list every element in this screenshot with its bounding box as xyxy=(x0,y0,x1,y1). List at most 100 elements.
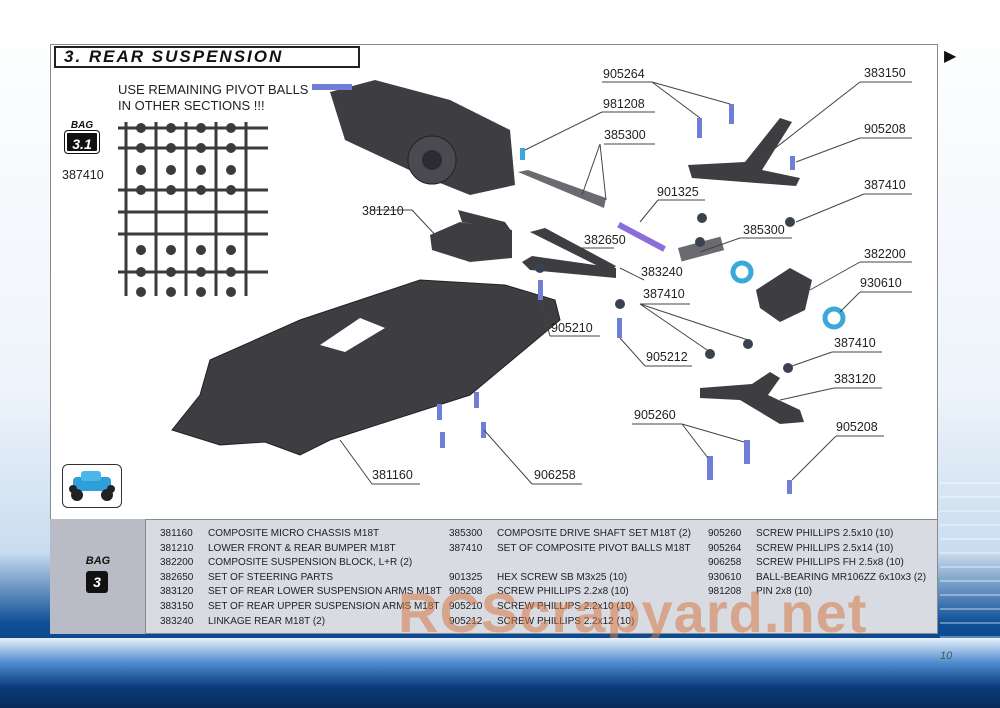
part-code: 905210 xyxy=(449,600,483,612)
legend-bag-label: BAG xyxy=(85,555,111,567)
bumper-part xyxy=(430,222,512,262)
part-desc: SET OF REAR UPPER SUSPENSION ARMS M18T xyxy=(208,600,440,612)
parts-row xyxy=(449,557,691,572)
parts-row: 905210 SCREW PHILLIPS 2.2x10 (10) xyxy=(449,601,691,616)
section-title: 3. REAR SUSPENSION xyxy=(54,46,360,68)
bearing-2 xyxy=(822,306,846,330)
part-code: 383240 xyxy=(160,615,194,627)
parts-legend xyxy=(50,519,938,634)
part-code: 385300 xyxy=(449,528,483,539)
parts-row: 387410 SET OF COMPOSITE PIVOT BALLS M18T xyxy=(449,543,691,558)
drive-shaft-2 xyxy=(677,236,725,262)
part-desc: BALL-BEARING MR106ZZ 6x10x3 (2) xyxy=(756,571,927,583)
parts-column-2: 385300 COMPOSITE DRIVE SHAFT SET M18T (2)… xyxy=(449,528,691,630)
bumper-upper xyxy=(458,210,512,232)
callout-905208-top: 905208 xyxy=(864,122,906,136)
chassis-part xyxy=(171,279,561,456)
callout-382200: 382200 xyxy=(864,247,906,261)
screws xyxy=(437,104,795,494)
parts-row: 905260 SCREW PHILLIPS 2.5x10 (10) xyxy=(708,528,926,543)
next-page-arrow-icon[interactable]: ▶ xyxy=(944,48,957,65)
parts-row: 381160 COMPOSITE MICRO CHASSIS M18T xyxy=(160,528,442,543)
pin-part xyxy=(520,148,525,160)
part-desc: LINKAGE REAR M18T (2) xyxy=(208,615,326,627)
callout-905260: 905260 xyxy=(634,408,676,422)
part-desc: PIN 2x8 (10) xyxy=(756,586,813,598)
callout-905212: 905212 xyxy=(646,350,688,364)
page-number: 10 xyxy=(940,650,953,662)
parts-row: 385300 COMPOSITE DRIVE SHAFT SET M18T (2) xyxy=(449,528,691,543)
parts-column-1: 381160 COMPOSITE MICRO CHASSIS M18T 38121… xyxy=(160,528,442,630)
rear-linkage xyxy=(530,228,616,272)
part-code: 905260 xyxy=(708,528,742,539)
background-stripes xyxy=(940,470,1000,650)
part-desc: SCREW PHILLIPS 2.5x14 (10) xyxy=(756,542,894,554)
part-code: 906258 xyxy=(708,557,742,569)
bearing-1 xyxy=(730,260,754,284)
part-code: 383120 xyxy=(160,586,194,598)
part-code: 981208 xyxy=(708,586,742,598)
callout-387410-right: 387410 xyxy=(864,178,906,192)
part-desc: SCREW PHILLIPS 2.5x10 (10) xyxy=(756,528,894,539)
drive-shaft-part xyxy=(518,170,606,208)
watermark: RCScrapyard.net xyxy=(398,581,868,644)
callout-981208: 981208 xyxy=(603,97,645,111)
parts-row: 906258 SCREW PHILLIPS FH 2.5x8 (10) xyxy=(708,557,926,572)
part-desc: COMPOSITE MICRO CHASSIS M18T xyxy=(208,528,380,539)
car-icon xyxy=(69,471,115,501)
parts-row: 383150 SET OF REAR UPPER SUSPENSION ARMS … xyxy=(160,601,442,616)
callout-901325: 901325 xyxy=(657,185,699,199)
note-line-2: IN OTHER SECTIONS !!! xyxy=(118,98,265,113)
footer-ribbon xyxy=(0,638,1000,708)
part-desc: SET OF REAR LOWER SUSPENSION ARMS M18T xyxy=(208,586,442,598)
callout-385300-top: 385300 xyxy=(604,128,646,142)
hex-screw-part xyxy=(617,221,666,252)
parts-row: 981208 PIN 2x8 (10) xyxy=(708,586,926,601)
parts-row: 383120 SET OF REAR LOWER SUSPENSION ARMS … xyxy=(160,586,442,601)
callout-385300-mid: 385300 xyxy=(743,223,785,237)
part-code: 382650 xyxy=(160,571,194,583)
parts-row: 381210 LOWER FRONT & REAR BUMPER M18T xyxy=(160,543,442,558)
suspension-block-part xyxy=(756,268,812,322)
parts-row: 905208 SCREW PHILLIPS 2.2x8 (10) xyxy=(449,586,691,601)
part-desc: SCREW PHILLIPS 2.2x10 (10) xyxy=(497,600,635,612)
bag-label: BAG xyxy=(70,120,94,131)
callout-930610: 930610 xyxy=(860,276,902,290)
callout-905210: 905210 xyxy=(551,321,593,335)
pivot-balls-loose xyxy=(535,213,795,373)
part-code: 381210 xyxy=(160,542,194,554)
callout-905208-low: 905208 xyxy=(836,420,878,434)
callout-387410-low: 387410 xyxy=(834,336,876,350)
part-desc: SET OF STEERING PARTS xyxy=(208,571,334,583)
callout-387410-mid: 387410 xyxy=(643,287,685,301)
part-code: 930610 xyxy=(708,571,742,583)
parts-row: 383240 LINKAGE REAR M18T (2) xyxy=(160,616,442,631)
legend-bag-badge: BAG 3 xyxy=(50,519,146,634)
callout-905264: 905264 xyxy=(603,67,645,81)
part-code: 381160 xyxy=(160,528,193,539)
callout-381210: 381210 xyxy=(362,204,404,218)
part-code: 383150 xyxy=(160,600,194,612)
part-code: 387410 xyxy=(449,542,483,554)
part-code: 905208 xyxy=(449,586,483,598)
lower-arm-part xyxy=(700,372,804,424)
upper-arm-part xyxy=(688,118,800,186)
callout-383120: 383120 xyxy=(834,372,876,386)
callout-382650: 382650 xyxy=(584,233,626,247)
part-desc: COMPOSITE DRIVE SHAFT SET M18T (2) xyxy=(497,528,691,539)
pivot-balls xyxy=(136,123,236,297)
part-desc: LOWER FRONT & REAR BUMPER M18T xyxy=(208,542,396,554)
chassis-cutout xyxy=(320,318,385,352)
callout-387410-left: 387410 xyxy=(62,168,104,182)
pivot-ball-note: USE REMAINING PIVOT BALLS IN OTHER SECTI… xyxy=(118,82,318,114)
part-code: 382200 xyxy=(160,557,194,569)
callout-lines xyxy=(339,81,912,485)
part-desc: SCREW PHILLIPS FH 2.5x8 (10) xyxy=(756,557,904,569)
part-desc: SCREW PHILLIPS 2.2x8 (10) xyxy=(497,586,629,598)
part-code: 901325 xyxy=(449,571,483,583)
part-desc: SET OF COMPOSITE PIVOT BALLS M18T xyxy=(497,542,691,554)
